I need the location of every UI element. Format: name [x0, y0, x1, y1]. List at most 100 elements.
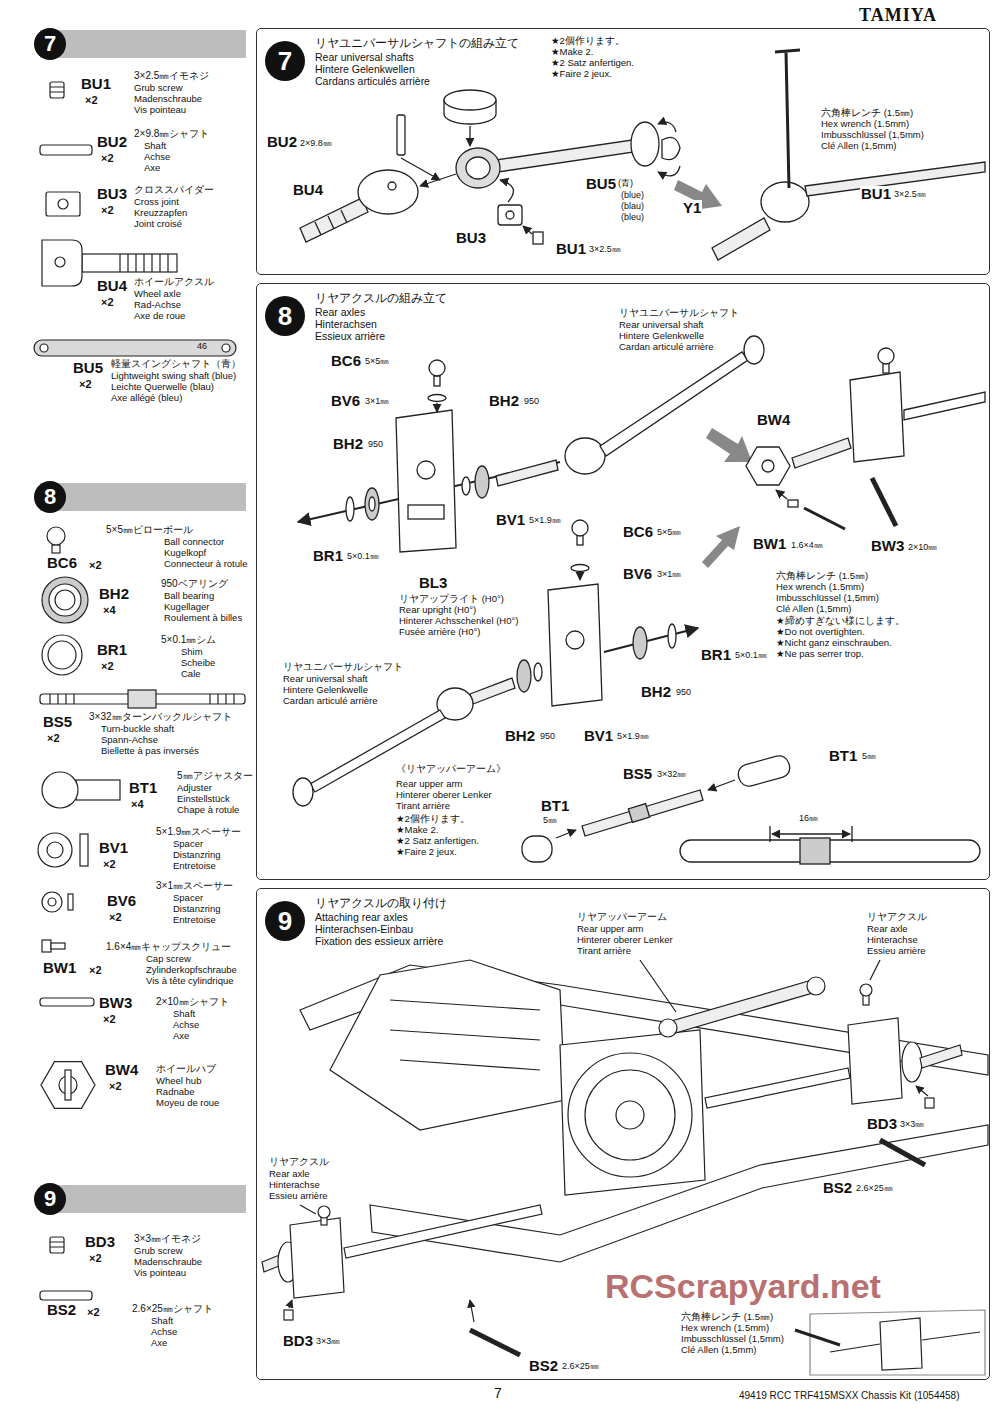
rear-axle-illustration [522, 836, 552, 862]
caption-text: Essieu arrière [866, 946, 927, 956]
chassis-illustration [880, 1140, 925, 1165]
chassis-illustration [284, 1310, 293, 1320]
part-icon [40, 344, 48, 352]
page-number: 7 [493, 1386, 503, 1401]
caption-text: Einstellstück [176, 794, 231, 804]
part-icon [34, 82, 245, 1300]
part-code: BW4 [104, 1062, 139, 1079]
step-title: リヤアクスルの取り付け [315, 896, 447, 911]
part-icon [49, 584, 81, 616]
caption-text: Hinterer oberer Lenker [395, 790, 493, 800]
rear-axle-illustration [517, 660, 531, 692]
rear-axle-illustration [556, 830, 576, 838]
step-header-bar [40, 30, 246, 1213]
caption-text: Hintere Gelenkwelle [282, 685, 369, 695]
caption-text: Rear axle [866, 924, 909, 934]
part-code: BV1 [495, 512, 526, 529]
part-icon [41, 1062, 95, 1109]
rear-axle-illustration [633, 627, 647, 659]
dimension: 3×1㎜ [656, 570, 682, 580]
rear-axle-illustration [369, 497, 375, 511]
caption-text: Vis à tête cylindrique [145, 976, 235, 986]
part-code: BU3 [96, 186, 128, 203]
step-title: リヤユニバーサルシャフトの組み立て [315, 36, 519, 51]
caption-text: Vis pointeau [133, 105, 187, 115]
caption-text: ★2 Satz anfertigen. [395, 836, 480, 846]
caption-text: リヤユニバーサルシャフト [618, 308, 740, 318]
part-icon [120, 254, 168, 272]
quantity: ×2 [46, 732, 61, 744]
step-number: 7 [34, 28, 66, 60]
part-icon [42, 240, 82, 286]
caption-text: Tirant arrière [395, 801, 451, 811]
step-title: Essieux arrière [315, 330, 447, 342]
part-name: 1.6×4㎜キャップスクリュー [105, 941, 232, 952]
caption-text: Kugellager [163, 602, 210, 612]
rear-axle-illustration [534, 663, 542, 681]
caption-text: Chape à rotule [176, 805, 240, 815]
caption-text: 六角棒レンチ (1.5㎜) [820, 108, 914, 118]
brand-logo: TAMIYA [858, 6, 938, 26]
chassis-illustration [659, 1019, 677, 1037]
part-icon [42, 577, 88, 623]
part-code: BU1 [555, 241, 587, 258]
quantity: ×2 [100, 296, 115, 308]
caption-text: Clé Allen (1,5mm) [680, 1345, 758, 1355]
step-number-text: 8 [44, 486, 56, 508]
part-icon [42, 772, 78, 808]
caption-text: Hex wrench (1.5mm) [680, 1323, 770, 1333]
part-code: BR1 [700, 647, 732, 664]
caption-text: Madenschraube [133, 94, 203, 104]
part-code: BR1 [312, 548, 344, 565]
caption-text: Spann-Achse [100, 735, 159, 745]
rear-axle-illustration [878, 348, 894, 364]
caption-text: Kugelkopf [163, 548, 207, 558]
dimension: 2.6×25㎜ [855, 1184, 894, 1194]
caption-text: Axe [150, 1338, 168, 1348]
rear-axle-illustration [548, 584, 602, 706]
caption-text: Cap screw [145, 954, 192, 964]
rear-axle-illustration [762, 460, 774, 472]
universal-shaft-illustration [658, 122, 676, 132]
part-icon [68, 894, 73, 910]
dimension: 3×1㎜ [364, 397, 390, 407]
part-code: BU4 [96, 278, 128, 295]
rear-axle-illustration [706, 428, 752, 462]
rear-axle-illustration [788, 500, 798, 507]
dimension: 2.6×25㎜ [561, 1362, 600, 1372]
chassis-illustration [289, 1300, 292, 1308]
part-code: BC6 [330, 353, 362, 370]
part-code: BL3 [418, 575, 448, 592]
caption-text: ★締めすぎない様にします。 [775, 616, 906, 626]
part-icon [42, 940, 51, 952]
caption-text: Grub screw [133, 83, 184, 93]
caption-text: Hex wrench (1.5mm) [820, 119, 910, 129]
part-name: 《リヤアッパーアーム》 [395, 763, 507, 774]
caption-text: Tirant arrière [576, 946, 632, 956]
rear-axle-illustration [776, 490, 787, 499]
rear-axle-illustration [417, 461, 435, 479]
universal-shaft-illustration [456, 148, 500, 188]
chassis-illustration [470, 1300, 474, 1322]
caption-text: Shaft [150, 1316, 174, 1326]
step-header-bar [40, 1185, 246, 1213]
chassis-illustration [330, 960, 565, 1130]
rear-axle-illustration [436, 403, 437, 412]
chassis-illustration [925, 1098, 934, 1108]
quantity: ×2 [88, 964, 103, 976]
rear-axle-illustration [628, 804, 649, 823]
step-number: 8 [265, 296, 305, 336]
universal-shaft-illustration [444, 90, 496, 110]
caption-text: Vis pointeau [133, 1268, 187, 1278]
caption-text: Imbusschlüssel (1,5mm) [775, 593, 880, 603]
dimension: 5×5㎜ [364, 357, 390, 367]
part-icon [58, 199, 68, 209]
rear-axle-illustration [496, 460, 558, 486]
part-code: BU2 [96, 134, 128, 151]
chassis-illustration [344, 1205, 542, 1258]
step-number-text: 7 [44, 33, 56, 55]
caption-text: リヤアップライト (H0°) [398, 594, 505, 604]
dimension: (blau) [620, 202, 645, 212]
caption-text: Leichte Querwelle (blau) [110, 382, 215, 392]
part-code: BV1 [98, 840, 129, 857]
